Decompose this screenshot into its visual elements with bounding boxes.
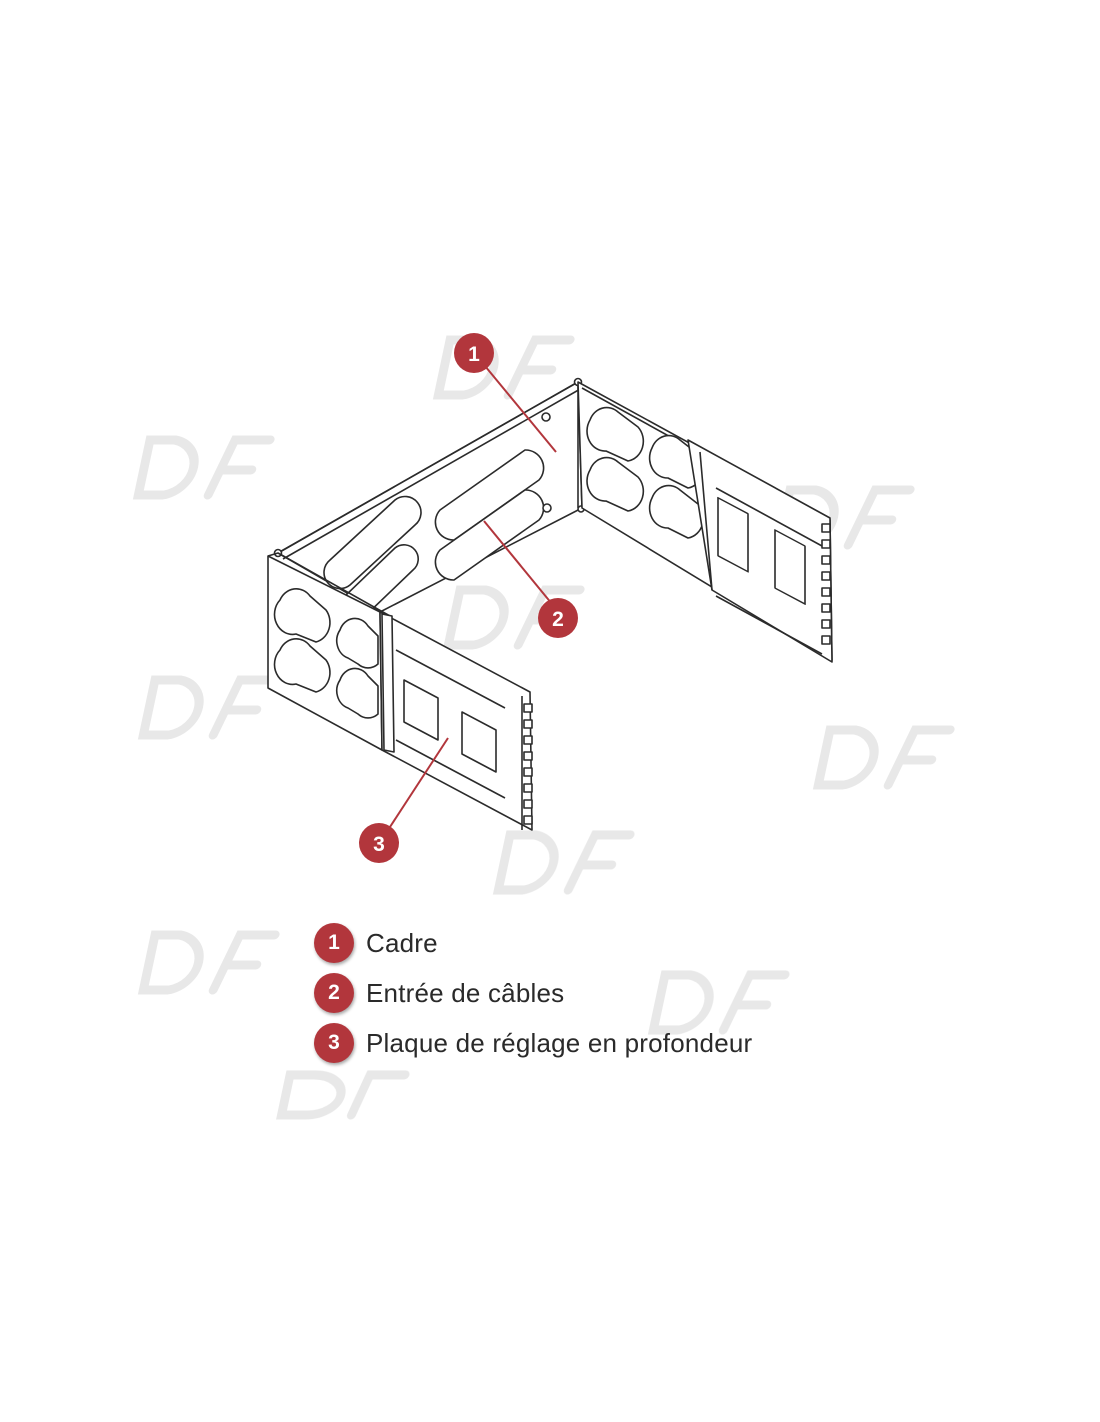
- legend-item-2: 2 Entrée de câbles: [314, 968, 914, 1018]
- right-panel-cable-slots: [586, 406, 705, 539]
- callout-number-2: 2: [552, 608, 564, 631]
- callout-badge-1: 1: [454, 333, 494, 373]
- leader-line-3: [387, 737, 449, 831]
- legend-badge-1: 1: [314, 923, 354, 963]
- legend-item-3: 3 Plaque de réglage en profondeur: [314, 1018, 914, 1068]
- callout-number-3: 3: [373, 833, 385, 856]
- legend-badge-3: 3: [314, 1023, 354, 1063]
- legend-label-1: Cadre: [366, 927, 438, 958]
- watermark-logos: [132, 335, 955, 1120]
- left-panel-cable-slots: [273, 588, 379, 719]
- front-depth-plate: [379, 611, 533, 831]
- right-depth-plate: [687, 439, 833, 663]
- leader-line-1: [484, 365, 557, 453]
- back-panel-cable-slots: [323, 449, 545, 622]
- legend-label-3: Plaque de réglage en profondeur: [366, 1027, 753, 1058]
- legend-badge-2: 2: [314, 973, 354, 1013]
- callout-number-1: 1: [468, 343, 480, 366]
- callout-badge-2: 2: [538, 598, 578, 638]
- callout-badge-3: 3: [359, 823, 399, 863]
- bracket-drawing: [267, 377, 833, 831]
- legend-item-1: 1 Cadre: [314, 918, 914, 968]
- legend-label-2: Entrée de câbles: [366, 977, 565, 1008]
- leader-line-2: [483, 520, 553, 605]
- legend: 1 Cadre 2 Entrée de câbles 3 Plaque de r…: [314, 918, 914, 1068]
- leader-lines: [387, 365, 557, 831]
